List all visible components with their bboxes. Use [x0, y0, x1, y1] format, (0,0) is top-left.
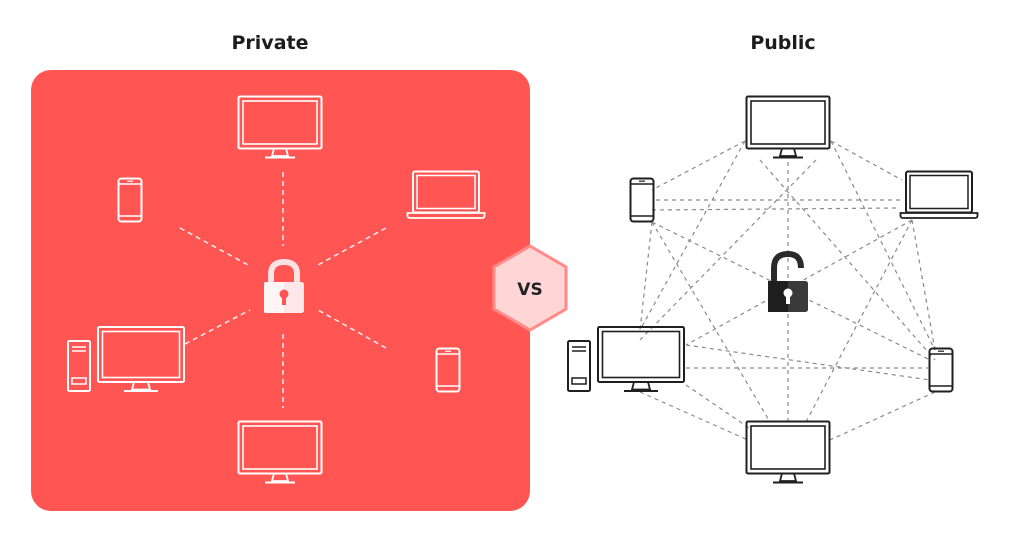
vs-badge: VS: [492, 244, 568, 332]
desktop-monitor-icon: [745, 95, 831, 159]
private-connection-lines: [179, 172, 387, 408]
public-title: Public: [750, 32, 816, 54]
private-title: Private: [231, 32, 309, 54]
vs-label: VS: [517, 280, 542, 300]
desktop-tower-computer-icon: [567, 326, 685, 392]
unlocked-padlock-icon: [768, 250, 808, 312]
desktop-monitor-icon: [745, 420, 831, 484]
smartphone-icon: [928, 347, 954, 393]
locked-padlock-icon: [264, 258, 304, 313]
smartphone-icon: [629, 177, 655, 223]
laptop-icon: [899, 170, 979, 219]
